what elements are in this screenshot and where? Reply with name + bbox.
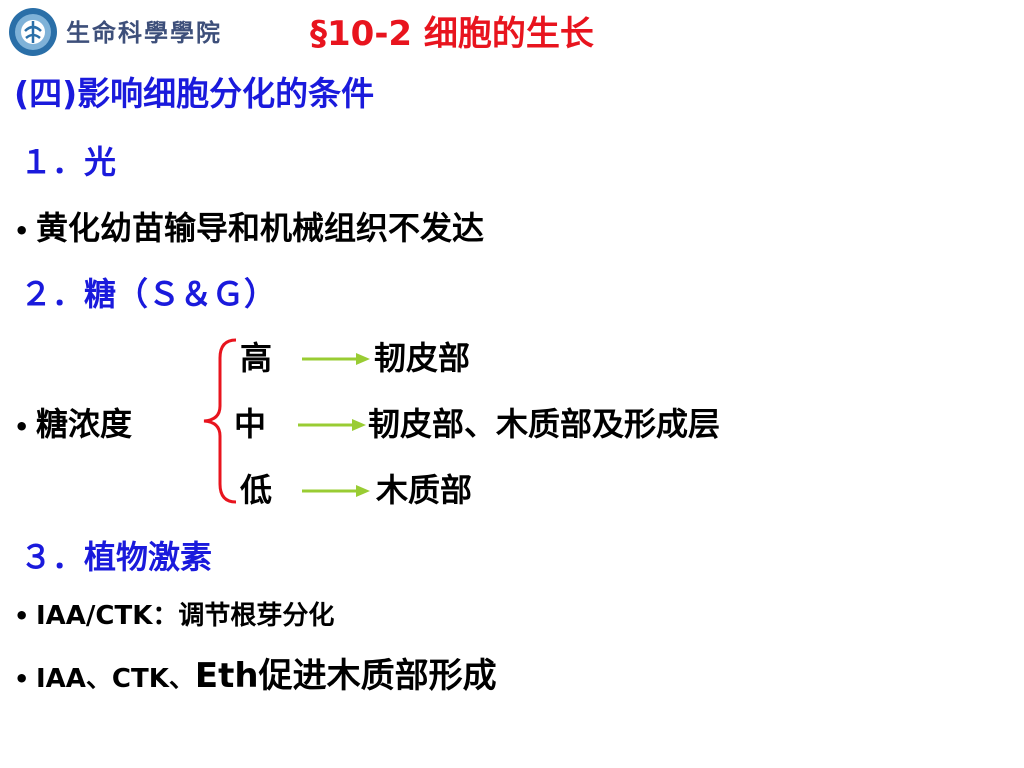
bullet-icon: •: [14, 665, 30, 693]
arrow-right-icon: [302, 353, 370, 365]
logo-text: 生命科學學院: [66, 18, 222, 47]
seal-icon: [9, 8, 57, 56]
sugar-level-low: 低: [240, 471, 273, 509]
sugar-level-mid: 中: [234, 405, 267, 443]
bullet-text: IAA/CTK：调节根芽分化: [36, 601, 335, 631]
section-heading: (四)影响细胞分化的条件: [14, 74, 375, 113]
item-sugar-label: ２．糖（Ｓ＆Ｇ）: [20, 275, 277, 313]
bullet-icon: •: [14, 602, 30, 630]
item-light-label: １．光: [20, 143, 117, 181]
list-item: •糖浓度: [14, 402, 132, 449]
bullet-icon: •: [14, 413, 30, 441]
list-item: •IAA/CTK：调节根芽分化: [14, 596, 334, 636]
red-brace-icon: [203, 338, 237, 504]
bullet-icon: •: [14, 217, 30, 245]
sugar-result-mid: 韧皮部、木质部及形成层: [368, 405, 721, 443]
institute-logo: 生命科學學院: [6, 5, 276, 61]
arrow-right-icon: [298, 419, 366, 431]
arrow-right-icon: [302, 485, 370, 497]
slide-title: §10-2 细胞的生长: [310, 14, 594, 54]
sugar-result-high: 韧皮部: [374, 339, 471, 377]
list-item: •IAA、CTK、Eth促进木质部形成: [14, 654, 497, 701]
sugar-result-low: 木质部: [376, 471, 473, 509]
bullet-text-prefix: IAA、CTK、: [36, 664, 195, 694]
list-item: •黄化幼苗输导和机械组织不发达: [14, 206, 484, 253]
bullet-text: 糖浓度: [36, 405, 133, 443]
item-hormones-label: ３．植物激素: [20, 538, 213, 576]
sugar-level-high: 高: [240, 339, 273, 377]
bullet-text: 黄化幼苗输导和机械组织不发达: [36, 209, 485, 247]
bullet-text-main: Eth促进木质部形成: [194, 656, 497, 696]
